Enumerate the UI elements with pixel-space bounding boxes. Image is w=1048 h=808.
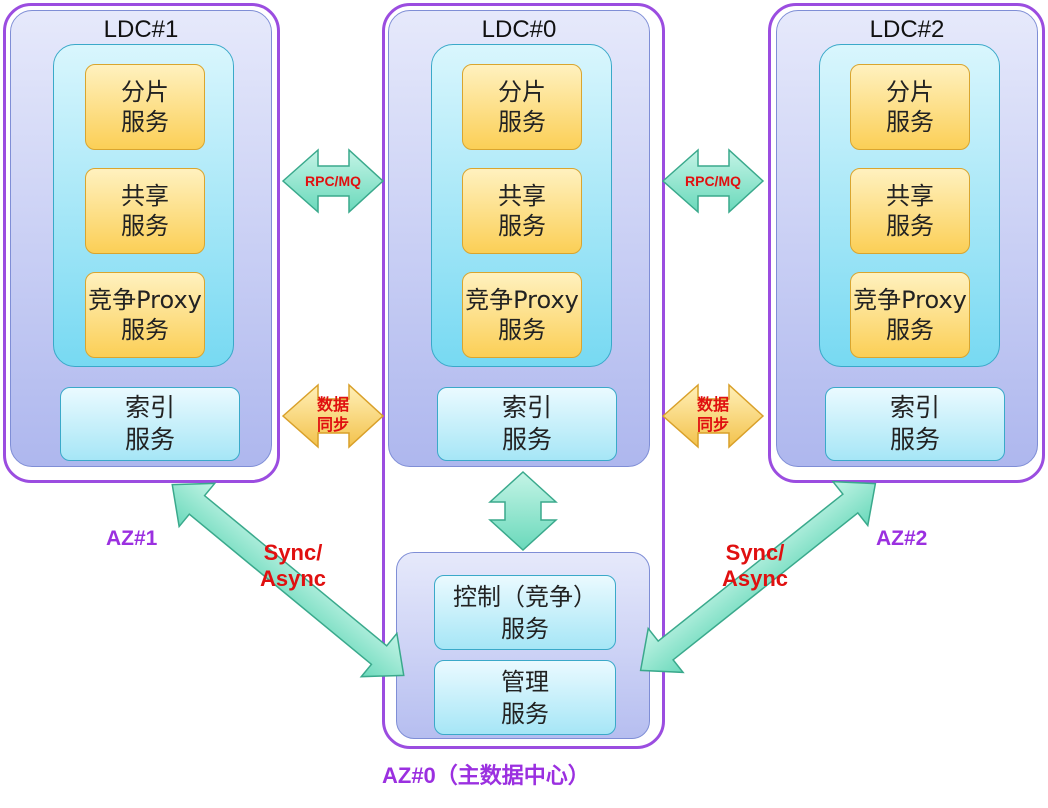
ldc1-shared-service: 共享 服务 [85, 168, 205, 254]
data-sync-arrow-right [661, 383, 765, 449]
ldc0-sharding-service: 分片 服务 [462, 64, 582, 150]
az2-boundary [768, 3, 1045, 483]
ldc1-title: LDC#1 [103, 16, 179, 43]
ldc2-contention-proxy-service: 竞争Proxy 服务 [850, 272, 970, 358]
az0-boundary [382, 3, 665, 749]
ldc0-title: LDC#0 [481, 16, 557, 43]
sync-async-label-left: Sync/ Async [259, 540, 327, 591]
data-sync-label-right-line1: 数据 [696, 397, 729, 414]
data-sync-label-left-line1: 数据 [316, 397, 349, 414]
data-sync-arrow-left [281, 383, 385, 449]
ldc2-sharding-service: 分片 服务 [850, 64, 970, 150]
ldc2-shared-service: 共享 服务 [850, 168, 970, 254]
sync-async-label-right: Sync/ Async [721, 540, 789, 591]
ldc2-title: LDC#2 [869, 16, 945, 43]
sync-async-arrow-right [639, 480, 877, 674]
ldc1-sharding-service: 分片 服务 [85, 64, 205, 150]
vertical-link-arrow [488, 470, 558, 552]
control-contention-service: 控制（竞争） 服务 [434, 575, 616, 650]
ldc0-shared-service: 共享 服务 [462, 168, 582, 254]
data-sync-label-right-line2: 同步 [696, 417, 729, 434]
rpc-arrow-left [281, 148, 385, 214]
rpc-label-left: RPC/MQ [305, 173, 361, 189]
data-sync-label-left-line2: 同步 [316, 417, 349, 434]
az1-label: AZ#1 [106, 527, 158, 550]
ldc0-contention-proxy-service: 竞争Proxy 服务 [462, 272, 582, 358]
rpc-label-right: RPC/MQ [685, 173, 741, 189]
rpc-arrow-right [661, 148, 765, 214]
ldc1-index-service: 索引 服务 [60, 387, 240, 461]
az2-label: AZ#2 [876, 527, 928, 550]
management-service: 管理 服务 [434, 660, 616, 735]
ldc2-index-service: 索引 服务 [825, 387, 1005, 461]
ldc0-index-service: 索引 服务 [437, 387, 617, 461]
ldc1-contention-proxy-service: 竞争Proxy 服务 [85, 272, 205, 358]
sync-async-arrow-left [171, 482, 405, 678]
az0-label: AZ#0（主数据中心） [382, 763, 590, 788]
az1-boundary [3, 3, 280, 483]
